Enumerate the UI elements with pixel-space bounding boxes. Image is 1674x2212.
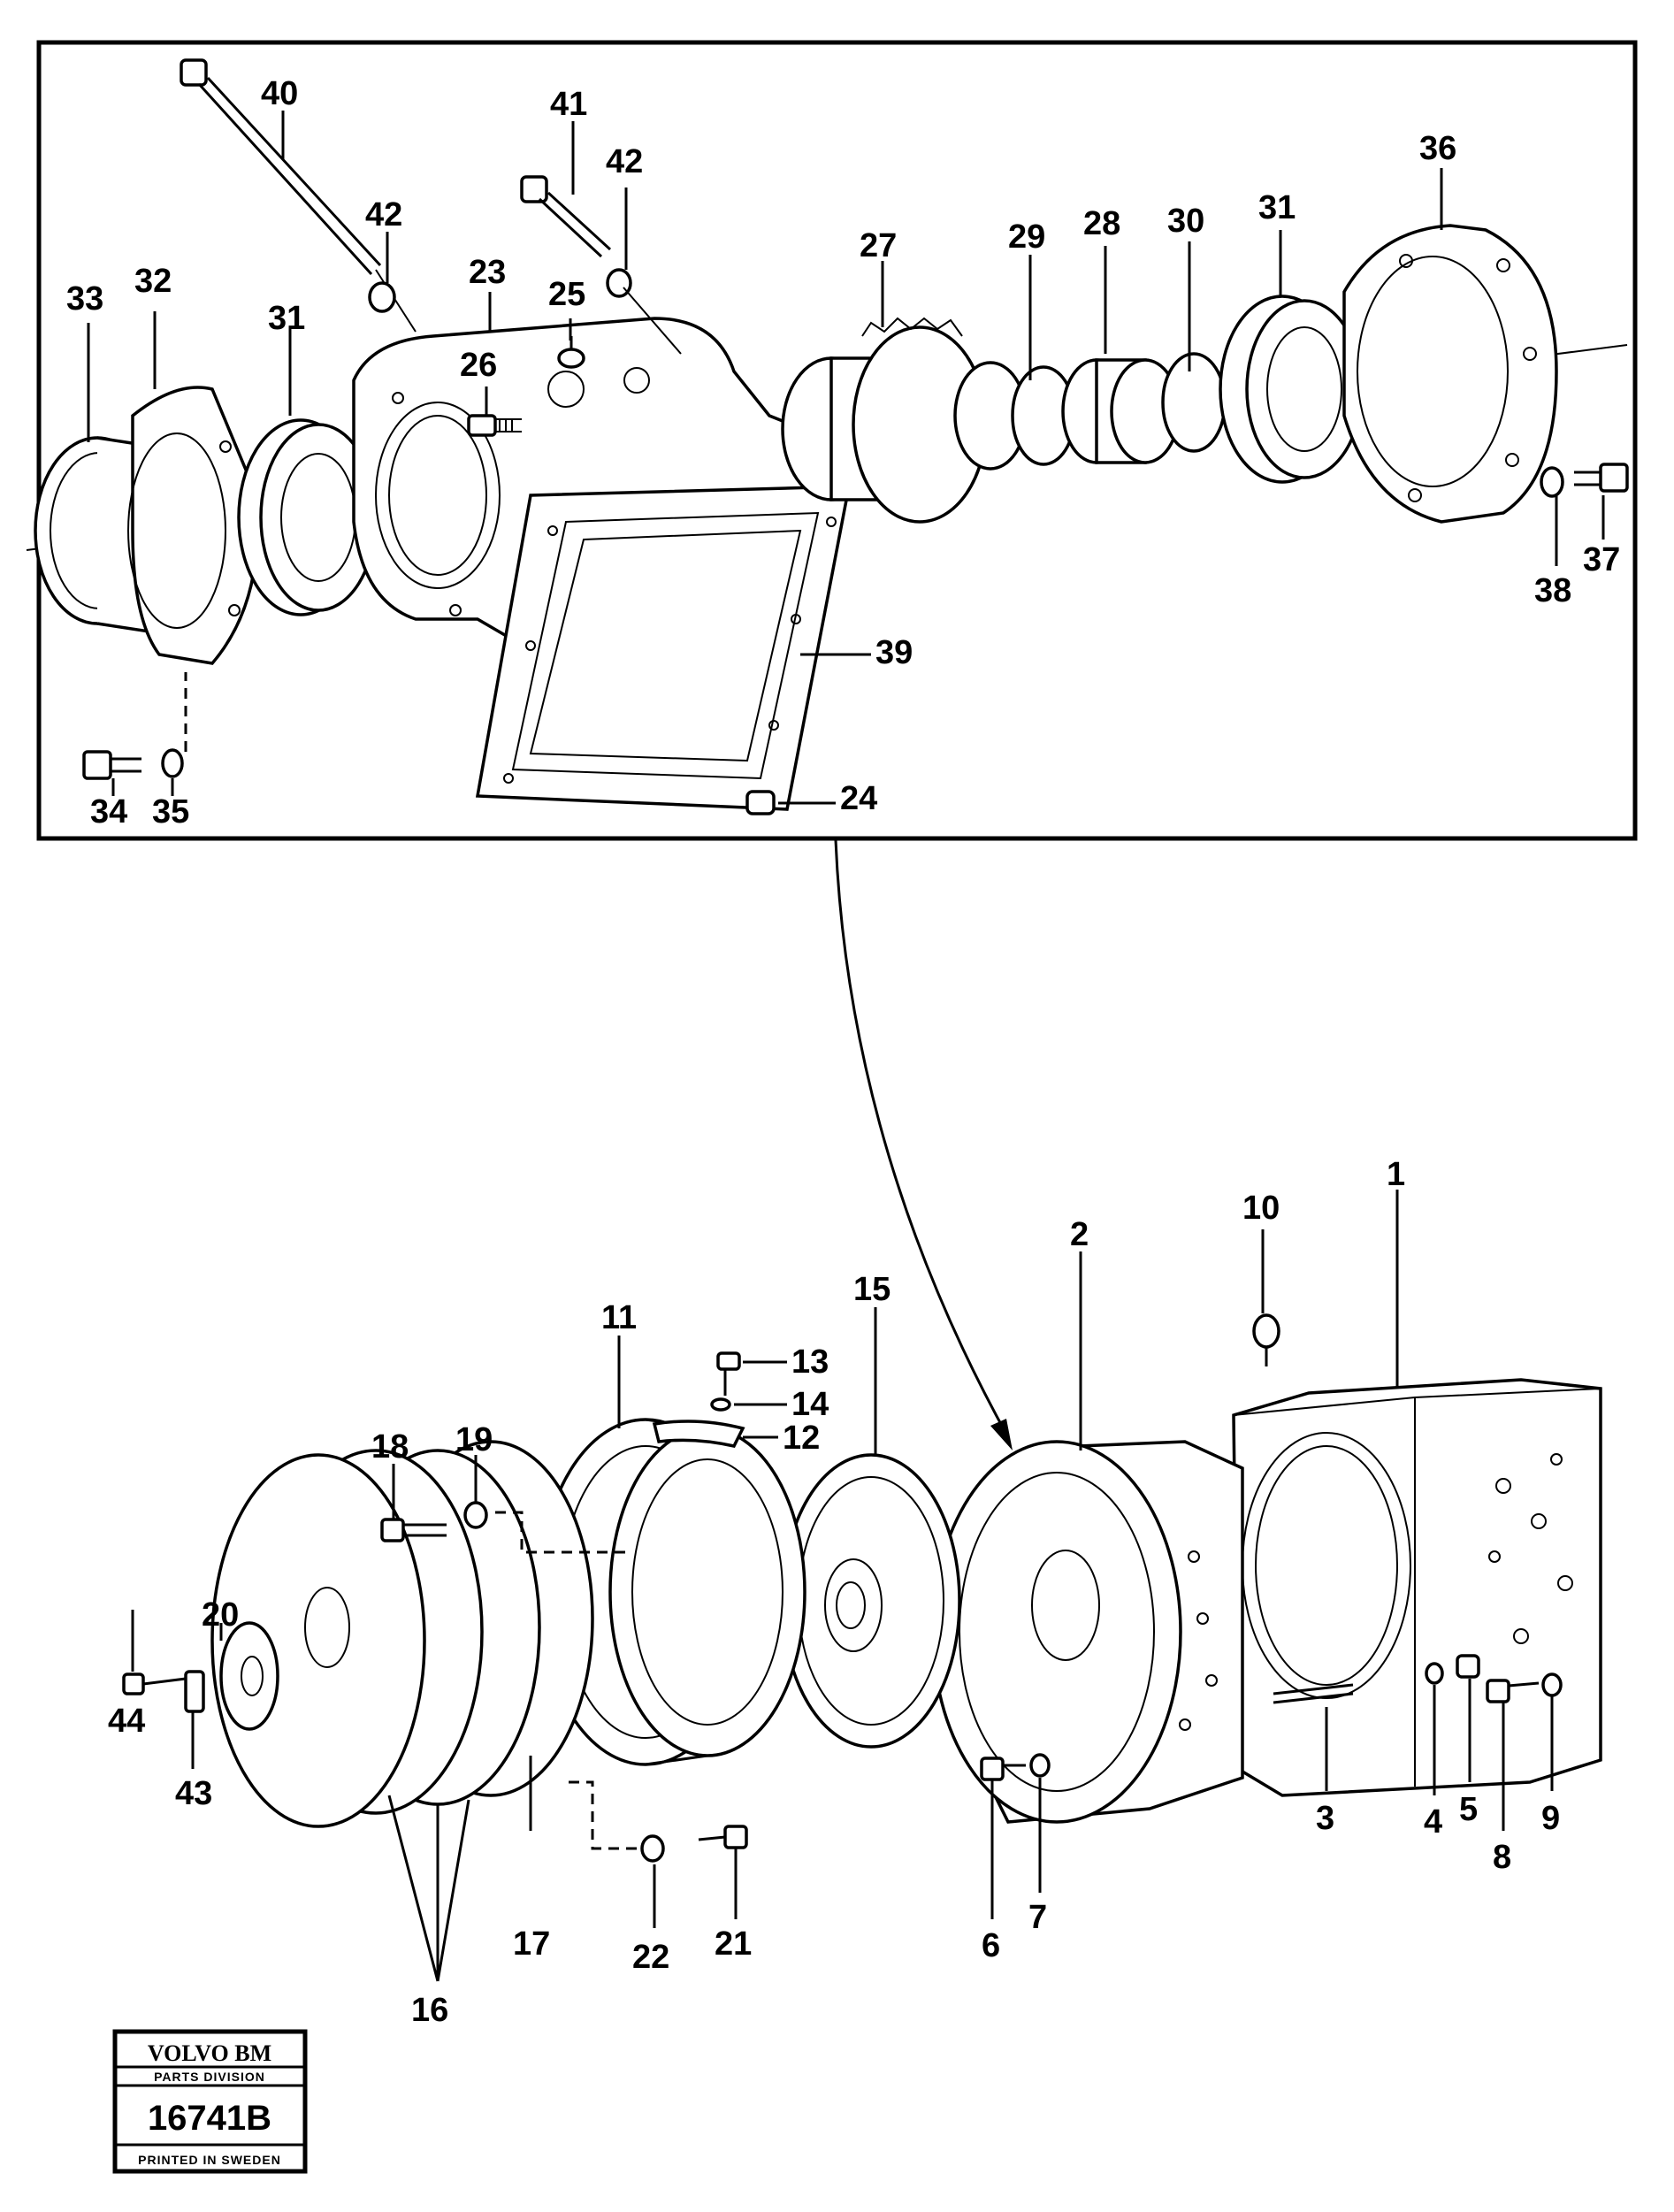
callout-22: 22 [632,1939,669,1976]
callout-17: 17 [513,1925,550,1963]
part-13-screw [716,1351,741,1396]
callout-12: 12 [783,1420,820,1457]
part-4-washer [1425,1662,1444,1685]
part-2-converter-housing [931,1440,1244,1824]
callout-31-left: 31 [268,300,305,337]
part-41-bolt [520,175,612,258]
callout-42b: 42 [606,143,643,180]
callout-18: 18 [371,1428,409,1466]
stamp-brand: VOLVO BM [148,2040,271,2066]
callout-16: 16 [411,1992,448,2029]
callout-2: 2 [1070,1216,1089,1253]
stamp-division: PARTS DIVISION [154,2070,265,2084]
callout-27: 27 [860,227,897,264]
callout-11: 11 [601,1299,637,1336]
part-34-bolt [82,750,141,780]
callout-38: 38 [1534,572,1571,609]
callout-31-right: 31 [1258,189,1296,226]
callout-28: 28 [1083,205,1120,242]
callout-8: 8 [1493,1839,1511,1876]
callout-4: 4 [1424,1803,1442,1841]
part-28-splined-coupling [1061,358,1181,464]
part-36-end-cover [1342,224,1558,524]
part-40-long-bolt [180,58,417,333]
callout-labels: 40 42 23 25 26 41 42 27 29 28 30 31 36 3… [66,75,1620,2029]
callout-7: 7 [1028,1899,1047,1936]
callout-9: 9 [1541,1800,1560,1837]
part-14-washer [710,1397,731,1412]
part-27-gear-shaft [781,317,1028,524]
part-1-main-housing [1232,1378,1602,1797]
callout-21: 21 [715,1925,752,1963]
callout-10: 10 [1242,1190,1280,1227]
part-18-bolt [380,1518,447,1542]
connection-arrowhead [990,1419,1013,1450]
callout-14: 14 [791,1386,829,1423]
detail-frame [36,40,1638,841]
callout-23: 23 [469,254,506,291]
part-42-washer-left [368,281,396,313]
part-24-dowel-pin [745,790,836,815]
part-15-torque-converter [781,1453,961,1749]
callout-20: 20 [202,1596,239,1634]
callout-5: 5 [1459,1791,1478,1828]
part-44-bolt [122,1672,187,1695]
part-9-washer [1541,1672,1563,1697]
part-38-washer [1540,466,1564,498]
part-11-housing-ring [538,1418,806,1766]
callout-43: 43 [175,1775,212,1812]
part-26-screw [467,414,522,437]
part-3-stud [1273,1683,1354,1704]
part-22-washer [640,1834,665,1863]
part-16-flex-plates [210,1440,594,1828]
dash-line-22 [566,1780,637,1850]
callout-37: 37 [1583,541,1620,578]
callout-41: 41 [550,86,587,123]
stamp-code: 16741B [148,2099,271,2138]
part-20-hub [219,1621,279,1731]
callout-25: 25 [548,276,585,313]
part-31-bearing-right [1219,295,1364,484]
part-39-gasket-frame [475,485,852,811]
callout-29: 29 [1008,218,1045,256]
callout-15: 15 [853,1271,891,1308]
stamp-printed: PRINTED IN SWEDEN [138,2153,281,2167]
volvo-bm-stamp: VOLVO BM PARTS DIVISION 16741B PRINTED I… [112,2029,308,2174]
callout-40: 40 [261,75,298,112]
callout-42: 42 [365,196,402,233]
callout-19: 19 [455,1421,493,1458]
callout-30: 30 [1167,203,1204,240]
callout-3: 3 [1316,1800,1334,1837]
part-8-bolt [1486,1679,1540,1703]
callout-32: 32 [134,263,172,300]
callout-13: 13 [791,1343,829,1381]
callout-6: 6 [982,1927,1000,1964]
callout-1: 1 [1387,1156,1405,1193]
callout-36: 36 [1419,130,1456,167]
part-43-lock-plate [184,1670,205,1713]
callout-34: 34 [90,793,127,830]
part-19-washer [463,1501,488,1529]
part-21-bolt [698,1825,748,1849]
callout-26: 26 [460,347,497,384]
part-35-washer [161,748,184,778]
part-32-bearing-housing [127,386,260,665]
part-30-snap-ring [1161,352,1227,453]
leader-lines-bottom [131,1190,1554,1982]
part-7-washer [1029,1753,1051,1778]
part-12-cover-plate [652,1420,745,1449]
callout-33: 33 [66,280,103,318]
part-5-nut [1456,1654,1480,1679]
leader-lines-top [87,111,1605,796]
connection-arrow [834,839,1010,1438]
callout-44: 44 [108,1703,145,1740]
part-10-lifting-eye [1252,1313,1280,1366]
part-37-bolt [1574,463,1629,493]
callout-24: 24 [840,780,877,817]
callout-39: 39 [875,634,913,671]
part-25-plug [557,336,585,369]
callout-35: 35 [152,793,189,830]
